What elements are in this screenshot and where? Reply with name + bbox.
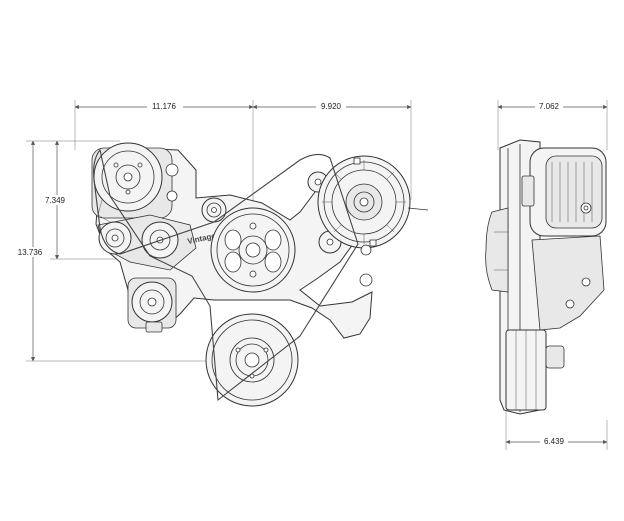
dim-label-side-bottom-width: 6.439: [544, 437, 565, 446]
side-lower-bracket: [531, 235, 605, 331]
water-pump-pulley: [210, 207, 296, 293]
crankshaft-pulley: [205, 313, 299, 407]
dim-label-front-upper-height: 7.349: [45, 196, 66, 205]
power-steering-pump: [127, 277, 177, 333]
side-crank-pulley: [505, 329, 565, 411]
dim-label-side-top-width: 7.062: [539, 102, 560, 111]
dim-label-front-left-width: 11.176: [152, 102, 176, 111]
front-view: Vintage: [91, 142, 429, 407]
serpentine-belt: [93, 148, 359, 402]
side-alternator: [521, 147, 607, 237]
dimension-front-left: 7.349 13.736: [14, 140, 250, 362]
ac-compressor: [91, 142, 179, 225]
dim-label-front-total-height: 13.736: [18, 248, 43, 257]
side-water-pump: [485, 207, 509, 293]
dim-label-front-right-width: 9.920: [321, 102, 342, 111]
alternator: [317, 155, 429, 287]
idler-pulley-upper: [201, 197, 227, 223]
dimension-front-top: 11.176 9.920: [74, 100, 412, 250]
side-view: [485, 139, 607, 415]
dimension-side: 7.062 6.439: [497, 100, 608, 450]
